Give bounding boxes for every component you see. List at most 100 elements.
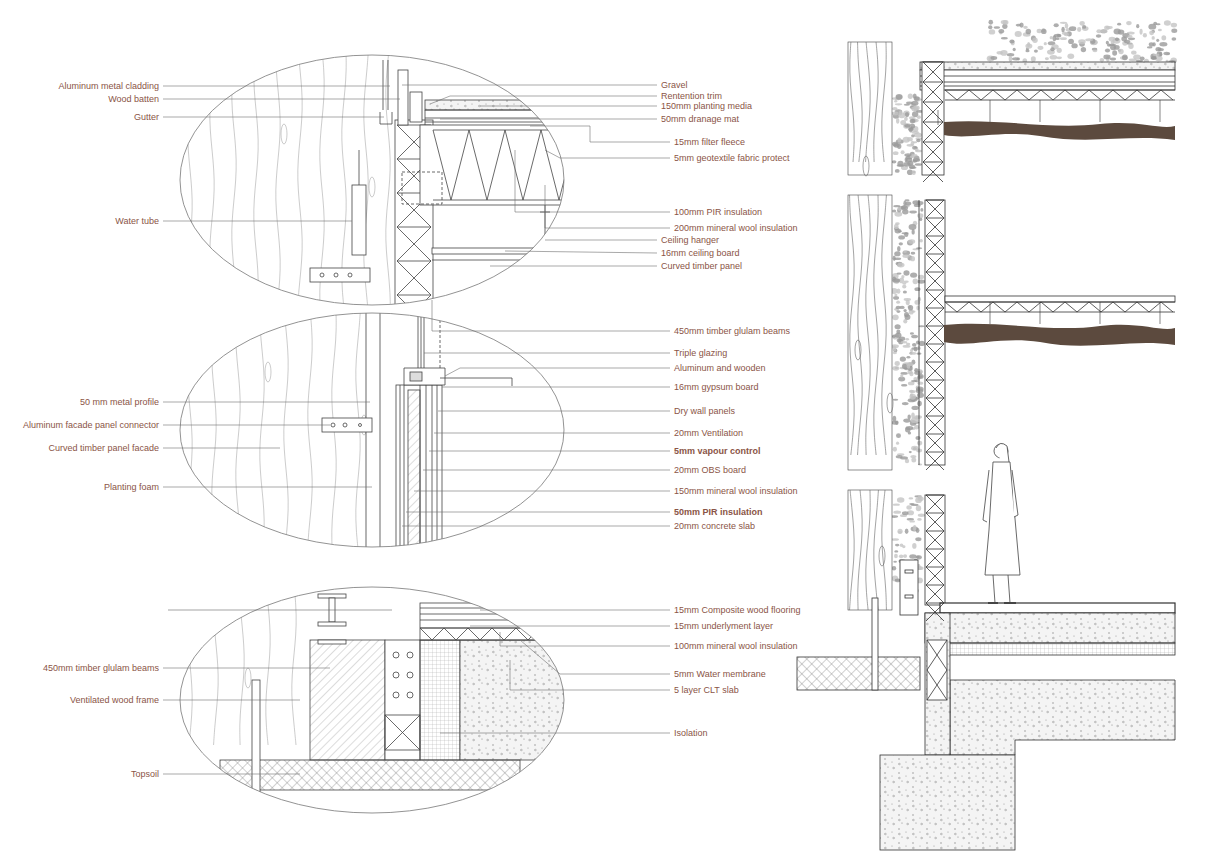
- planting: [895, 324, 901, 329]
- planting: [893, 447, 897, 452]
- leader-line: [442, 387, 670, 388]
- floor-foundation-detail: [420, 608, 580, 609]
- tree-trunk: [866, 195, 870, 455]
- planting: [1069, 26, 1076, 31]
- planting: [917, 213, 923, 218]
- tree-trunk: [848, 42, 893, 610]
- planting: [1153, 54, 1160, 56]
- planting: [894, 251, 900, 256]
- building-section: [945, 312, 1175, 313]
- building-section: [926, 567, 944, 585]
- planting: [893, 503, 900, 505]
- leader-line: [432, 300, 670, 331]
- tree-trunk: [874, 490, 879, 610]
- planting: [1041, 29, 1047, 34]
- planting: [898, 137, 902, 142]
- planting: [918, 463, 922, 465]
- planting: [1068, 39, 1074, 44]
- planting: [1000, 50, 1007, 56]
- planting: [910, 119, 916, 123]
- planting: [1067, 53, 1074, 59]
- planting: [911, 446, 918, 451]
- building-section: [990, 302, 1160, 324]
- planting: [1071, 43, 1077, 48]
- planting: [906, 300, 910, 306]
- building-section: [925, 613, 950, 755]
- planting: [1012, 57, 1019, 60]
- planting: [1106, 26, 1113, 29]
- planting: [905, 426, 913, 430]
- planting: [1077, 27, 1081, 32]
- planting: [908, 94, 913, 99]
- tree-trunk: [855, 340, 861, 360]
- planting: [902, 402, 909, 405]
- planting: [896, 95, 903, 100]
- planting: [917, 393, 924, 398]
- roof-edge-detail: [383, 60, 384, 110]
- planting: [910, 352, 917, 355]
- wood-grain: [298, 50, 303, 310]
- building-section: [926, 549, 944, 567]
- building-section: [926, 398, 944, 416]
- building-section: [900, 560, 918, 615]
- roof-edge-detail: [380, 112, 392, 124]
- planting: [892, 346, 896, 352]
- leader-line: [440, 733, 670, 734]
- wood-grain: [240, 585, 245, 745]
- planting: [1053, 35, 1057, 41]
- planting: [891, 538, 899, 541]
- planting: [909, 394, 916, 400]
- leader-line: [163, 425, 330, 426]
- planting: [900, 356, 906, 361]
- leader-line: [163, 448, 280, 449]
- planting: [1112, 50, 1117, 55]
- callout-label: 20mm OBS board: [673, 464, 747, 476]
- callout-label: Planting foam: [103, 481, 160, 493]
- callout-label: 15mm underlyment layer: [673, 620, 774, 632]
- planting: [901, 150, 905, 154]
- planting: [910, 455, 916, 458]
- callout-label: 16mm ceiling board: [660, 247, 741, 259]
- leader-line: [530, 126, 670, 142]
- wood-grain: [260, 310, 265, 550]
- building-section: [945, 296, 1175, 302]
- leader-line: [545, 150, 670, 158]
- callout-label: Wood batten: [107, 93, 160, 105]
- planting: [908, 239, 915, 244]
- planting: [1128, 37, 1135, 40]
- building-section: [926, 513, 944, 531]
- human-figure: [993, 575, 1010, 603]
- planting: [897, 529, 902, 534]
- tree-trunk: [850, 42, 854, 162]
- floor-foundation-detail: [385, 715, 420, 750]
- building-section: [923, 62, 943, 182]
- planting: [913, 93, 917, 98]
- planting: [902, 511, 909, 515]
- callout-label: 20mm concrete slab: [673, 520, 756, 532]
- building-section: [926, 254, 944, 272]
- roof-edge-detail: [320, 273, 324, 277]
- building-section: [919, 200, 920, 465]
- planting: [903, 290, 907, 293]
- planting: [1155, 47, 1161, 52]
- tree-trunk: [882, 195, 887, 455]
- floor-foundation-detail: [407, 652, 413, 658]
- planting: [1060, 37, 1067, 40]
- planting: [1032, 38, 1037, 43]
- planting: [903, 251, 907, 253]
- planting: [897, 273, 902, 275]
- planting: [988, 20, 993, 25]
- wood-grain: [308, 310, 313, 550]
- planting: [895, 544, 899, 547]
- tree-trunk: [866, 490, 870, 610]
- planting: [892, 107, 897, 111]
- planting: [896, 306, 901, 309]
- planting: [1060, 22, 1067, 24]
- planting: [896, 94, 903, 100]
- leader-line: [424, 353, 670, 354]
- planting: [904, 117, 908, 121]
- planting: [897, 161, 903, 167]
- planting: [902, 285, 906, 289]
- tree-trunk: [866, 42, 871, 162]
